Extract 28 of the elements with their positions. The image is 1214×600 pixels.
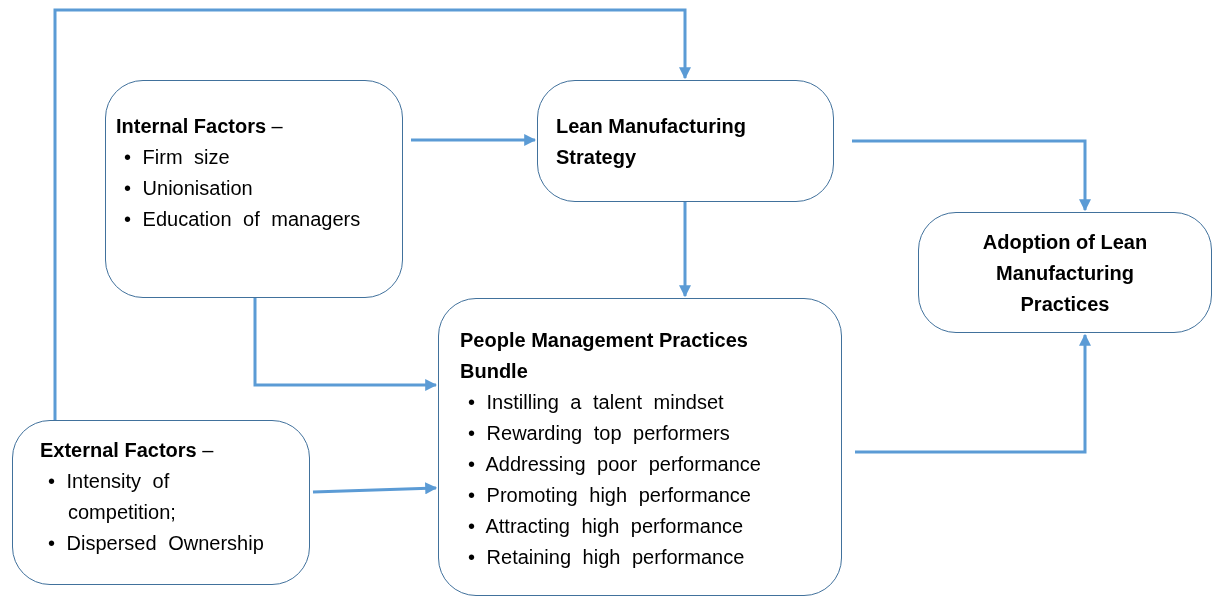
bullet-item: • Attracting high performance xyxy=(467,514,745,539)
box-heading: Internal Factors – xyxy=(116,114,284,139)
bullet-item: • Rewarding top performers xyxy=(467,421,731,446)
box-heading: Adoption of Lean Manufacturing Practices xyxy=(981,230,1149,317)
strategy-box xyxy=(537,80,834,202)
arrow xyxy=(312,482,438,495)
bullet-item: • Unionisation xyxy=(123,176,254,201)
bullet-item: • Promoting high performance xyxy=(467,483,752,508)
factor-box xyxy=(105,80,403,298)
bullet-item: • Retaining high performance xyxy=(467,545,746,570)
bullet-item: • Instilling a talent mindset xyxy=(467,390,725,415)
arrow xyxy=(253,298,438,391)
arrow xyxy=(53,8,691,420)
arrow xyxy=(411,134,537,146)
bullet-item: • Addressing poor performance xyxy=(467,452,762,477)
bullet-item: • Dispersed Ownership xyxy=(47,531,265,556)
practices-box xyxy=(438,298,842,596)
bullet-item: • Education of managers xyxy=(123,207,362,232)
arrow xyxy=(855,333,1091,454)
outcome-box xyxy=(918,212,1212,333)
box-heading: External Factors – xyxy=(40,438,215,463)
bullet-item: • Intensity of competition; xyxy=(47,469,177,525)
factor-box xyxy=(12,420,310,585)
box-heading: People Management Practices Bundle xyxy=(460,328,749,384)
box-heading: Lean Manufacturing Strategy xyxy=(556,114,747,170)
bullet-item: • Firm size xyxy=(123,145,231,170)
arrow xyxy=(852,139,1091,212)
arrow xyxy=(679,202,691,298)
